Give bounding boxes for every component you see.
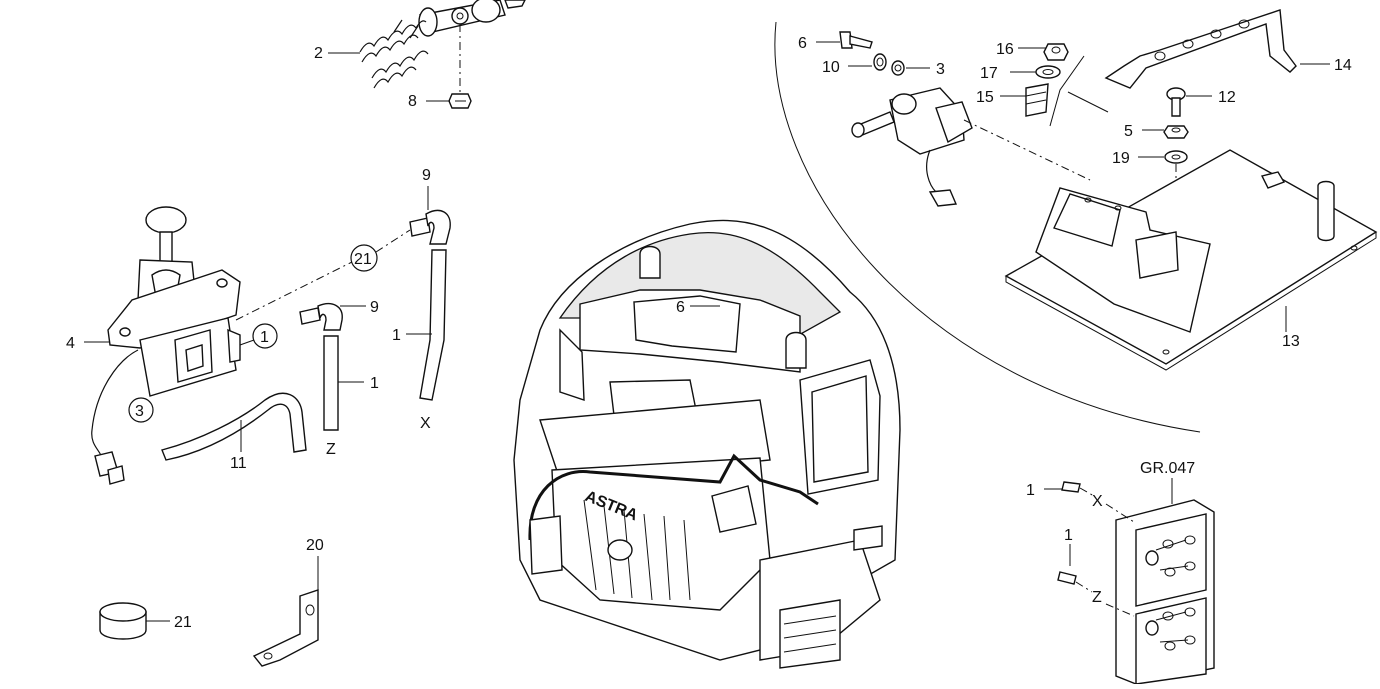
- callout-1-tube-x: 1: [392, 327, 401, 344]
- nut-16: [1043, 43, 1069, 61]
- washer-17: [1035, 65, 1061, 79]
- washer-19: [1164, 150, 1188, 164]
- callout-14: 14: [1334, 57, 1352, 74]
- bolt-15: [1025, 83, 1049, 117]
- callout-15: 15: [976, 89, 994, 106]
- elbow-fitting-upper: [409, 186, 451, 245]
- callout-3-washer: 3: [936, 61, 945, 78]
- cap-21: [99, 602, 170, 640]
- mounting-plate-13: [1004, 149, 1378, 371]
- truck-cab: ASTRA: [513, 219, 901, 669]
- tube-x: [406, 249, 447, 401]
- valve-detail: [851, 87, 973, 207]
- washer-10: [873, 53, 887, 71]
- marker-x-left: X: [420, 415, 431, 432]
- callout-1-circled: 1: [260, 329, 269, 346]
- marker-z-right: Z: [1092, 589, 1102, 606]
- bracket-20: [252, 556, 319, 667]
- connector-pin-icon: [1145, 535, 1196, 651]
- callout-1-pin-x: 1: [1026, 482, 1035, 499]
- callout-9-lower: 9: [370, 299, 379, 316]
- callout-6-cab: 6: [676, 299, 685, 316]
- bracket-14: [1104, 9, 1330, 89]
- pin-z: [1057, 544, 1135, 617]
- bolt-6: [816, 31, 873, 49]
- callout-2: 2: [314, 45, 323, 62]
- callout-8: 8: [408, 93, 417, 110]
- callout-16: 16: [996, 41, 1014, 58]
- callout-20: 20: [306, 537, 324, 554]
- control-valve: [84, 206, 241, 485]
- callout-19: 19: [1112, 150, 1130, 167]
- callout-17: 17: [980, 65, 998, 82]
- washer-3: [891, 60, 905, 76]
- detail-view: 6 10 3 16 17 15: [774, 9, 1378, 433]
- callout-21: 21: [174, 614, 192, 631]
- group-reference: GR.047: [1140, 460, 1195, 477]
- marker-x-right: X: [1092, 493, 1103, 510]
- callout-21-circle: 21: [350, 244, 378, 272]
- pin-x: [1044, 481, 1135, 523]
- callout-3-circle: 3: [128, 397, 154, 423]
- tube-z: [323, 335, 364, 431]
- callout-9-upper: 9: [422, 167, 431, 184]
- spring-icon: [359, 19, 429, 89]
- callout-1-circle: 1: [252, 323, 278, 349]
- callout-4: 4: [66, 335, 75, 352]
- callout-21-circled: 21: [354, 251, 372, 268]
- elbow-fitting-lower: [299, 302, 366, 331]
- callout-3-circled: 3: [135, 403, 144, 420]
- connector-block: GR.047 1 X: [1026, 460, 1215, 685]
- callout-5: 5: [1124, 123, 1133, 140]
- callout-1-pin-z: 1: [1064, 527, 1073, 544]
- callout-12: 12: [1218, 89, 1236, 106]
- marker-z-left: Z: [326, 441, 336, 458]
- callout-1-tube-z: 1: [370, 375, 379, 392]
- nut-icon: [448, 93, 472, 109]
- callout-10: 10: [822, 59, 840, 76]
- bolt-12: [1166, 87, 1186, 117]
- callout-11: 11: [230, 455, 247, 472]
- nut-5: [1163, 125, 1189, 139]
- spring-assembly: [328, 0, 526, 109]
- hose-11: [161, 392, 307, 461]
- callout-6-bolt: 6: [798, 35, 807, 52]
- callout-13: 13: [1282, 333, 1300, 350]
